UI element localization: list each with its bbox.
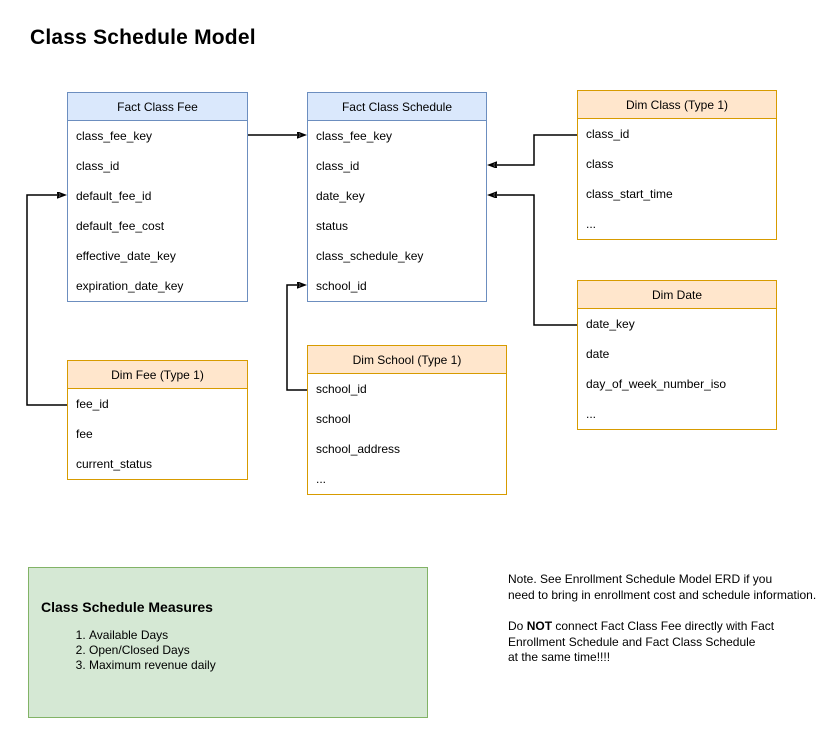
table-title: Fact Class Schedule	[308, 93, 486, 121]
field-date_key: date_key	[316, 189, 365, 203]
connector-dimschool-to-factclassschedule	[286, 285, 307, 391]
field-class_id: class_id	[76, 159, 120, 173]
note-line: at the same time!!!!	[508, 650, 611, 664]
table-title: Dim Date	[578, 281, 776, 309]
field-school_id: school_id	[316, 382, 367, 396]
page-title: Class Schedule Model	[30, 26, 256, 49]
note-line-part: Do	[508, 619, 527, 633]
table-fact-class-schedule: Fact Class Schedule class_fee_key class_…	[307, 92, 487, 302]
table-title: Dim Class (Type 1)	[578, 91, 776, 119]
field-date_key: date_key	[586, 317, 635, 331]
note-text: Note. See Enrollment Schedule Model ERD …	[508, 572, 828, 666]
measures-list: Available Days Open/Closed Days Maximum …	[29, 628, 427, 673]
note-line: Do NOT connect Fact Class Fee directly w…	[508, 619, 828, 635]
connector-dimdate-to-factclassschedule	[490, 195, 577, 326]
field-class_fee_key: class_fee_key	[76, 129, 153, 143]
field-class_id: class_id	[316, 159, 360, 173]
note-paragraph-2: Do NOT connect Fact Class Fee directly w…	[508, 619, 828, 666]
field-school_id: school_id	[316, 279, 367, 293]
field-school: school	[316, 412, 351, 426]
measures-box: Class Schedule Measures Available Days O…	[28, 567, 428, 718]
table-title: Fact Class Fee	[68, 93, 247, 121]
table-dim-date: Dim Date date_key date day_of_week_numbe…	[577, 280, 777, 430]
note-line: Enrollment Schedule and Fact Class Sched…	[508, 634, 756, 649]
table-title: Dim Fee (Type 1)	[68, 361, 247, 389]
field-fee: fee	[76, 427, 93, 441]
field-ellipsis: ...	[586, 217, 597, 231]
field-class_schedule_key: class_schedule_key	[316, 249, 424, 263]
table-title: Dim School (Type 1)	[308, 346, 506, 374]
field-ellipsis: ...	[586, 407, 597, 421]
field-school_address: school_address	[316, 442, 401, 456]
field-class_id: class_id	[586, 127, 630, 141]
note-line: need to bring in enrollment cost and sch…	[508, 587, 817, 602]
note-line: Note. See Enrollment Schedule Model ERD …	[508, 572, 773, 586]
table-dim-school: Dim School (Type 1) school_id school sch…	[307, 345, 507, 495]
note-line-part: connect Fact Class Fee directly with Fac…	[552, 619, 775, 633]
field-class_fee_key: class_fee_key	[316, 129, 393, 143]
measure-item: Open/Closed Days	[89, 643, 427, 658]
measure-item: Available Days	[89, 628, 427, 643]
field-ellipsis: ...	[316, 472, 327, 486]
table-fact-class-fee: Fact Class Fee class_fee_key class_id de…	[67, 92, 248, 302]
field-effective_date_key: effective_date_key	[76, 249, 176, 263]
note-paragraph-1: Note. See Enrollment Schedule Model ERD …	[508, 572, 828, 603]
measure-item: Maximum revenue daily	[89, 658, 427, 673]
field-default_fee_id: default_fee_id	[76, 189, 152, 203]
field-date: date	[586, 347, 610, 361]
field-current_status: current_status	[76, 457, 153, 471]
field-status: status	[316, 219, 349, 233]
field-class_start_time: class_start_time	[586, 187, 673, 201]
field-day_of_week_number_iso: day_of_week_number_iso	[586, 377, 727, 391]
measures-title: Class Schedule Measures	[41, 599, 213, 615]
connector-dimfee-to-factclassfee	[26, 195, 67, 406]
connector-dimclass-to-factclassschedule	[490, 134, 577, 165]
field-fee_id: fee_id	[76, 397, 109, 411]
table-dim-fee: Dim Fee (Type 1) fee_id fee current_stat…	[67, 360, 248, 480]
note-line-bold: NOT	[526, 619, 553, 633]
table-dim-class: Dim Class (Type 1) class_id class class_…	[577, 90, 777, 240]
field-class: class	[586, 157, 614, 171]
field-default_fee_cost: default_fee_cost	[76, 219, 165, 233]
field-expiration_date_key: expiration_date_key	[76, 279, 184, 293]
